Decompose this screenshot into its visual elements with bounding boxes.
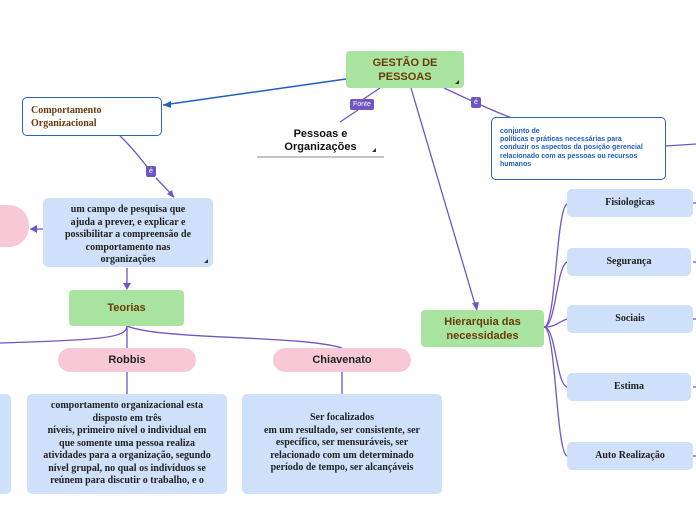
topic-robbis-label: Robbis	[108, 354, 146, 366]
need-label: Segurança	[606, 255, 652, 267]
topic-chiavenato-label: Chiavenato	[312, 354, 372, 366]
expand-indicator-icon	[204, 259, 208, 263]
topic-chiavenato-description-label: Ser focalizados em um resultado, ser con…	[264, 412, 420, 473]
partial-blue-node[interactable]	[0, 394, 11, 494]
expand-indicator-icon	[372, 148, 376, 152]
central-topic-label: GESTÃO DE PESSOAS	[372, 56, 438, 83]
need-auto-realizacao[interactable]: Auto Realização	[567, 442, 693, 470]
topic-conjunto-de-politicas[interactable]: conjunto de políticas e práticas necessá…	[491, 117, 666, 180]
topic-comportamento-label: Comportamento Organizacional	[31, 104, 102, 129]
topic-robbis-description-label: comportamento organizacional esta dispos…	[43, 400, 211, 486]
topic-robbis[interactable]: Robbis	[58, 348, 196, 372]
topic-teorias-label: Teorias	[107, 302, 146, 314]
topic-pessoas-label: Pessoas e Organizações	[284, 128, 357, 153]
topic-campo-label: um campo de pesquisa que ajuda a prever,…	[64, 204, 192, 265]
topic-campo-de-pesquisa[interactable]: um campo de pesquisa que ajuda a prever,…	[43, 198, 213, 267]
edge-label-fonte: Fonte	[350, 99, 374, 110]
need-label: Fisiologicas	[605, 196, 655, 208]
need-seguranca[interactable]: Segurança	[567, 248, 691, 276]
topic-chiavenato[interactable]: Chiavenato	[273, 348, 411, 372]
need-fisiologicas[interactable]: Fisiologicas	[567, 189, 693, 217]
partial-pink-node[interactable]	[0, 205, 29, 247]
need-label: Sociais	[615, 312, 645, 324]
need-sociais[interactable]: Sociais	[567, 305, 693, 333]
topic-robbis-description[interactable]: comportamento organizacional esta dispos…	[27, 394, 227, 494]
need-label: Estima	[614, 380, 644, 392]
expand-indicator-icon	[455, 80, 459, 84]
central-topic-gestao-de-pessoas[interactable]: GESTÃO DE PESSOAS	[346, 51, 464, 88]
topic-hierarquia-label: Hierarquia das necessidades	[444, 315, 521, 342]
need-label: Auto Realização	[595, 449, 665, 461]
edge-label-e-campo: é	[146, 166, 156, 177]
topic-hierarquia-das-necessidades[interactable]: Hierarquia das necessidades	[421, 310, 544, 347]
topic-comportamento-organizacional[interactable]: Comportamento Organizacional	[22, 97, 162, 136]
edge-label-e-conjunto: é	[471, 97, 481, 108]
topic-chiavenato-description[interactable]: Ser focalizados em um resultado, ser con…	[242, 394, 442, 494]
need-estima[interactable]: Estima	[567, 373, 691, 401]
topic-conjunto-label: conjunto de políticas e práticas necessá…	[500, 127, 643, 168]
topic-teorias[interactable]: Teorias	[69, 290, 184, 326]
topic-pessoas-e-organizacoes[interactable]: Pessoas e Organizações	[257, 127, 384, 155]
